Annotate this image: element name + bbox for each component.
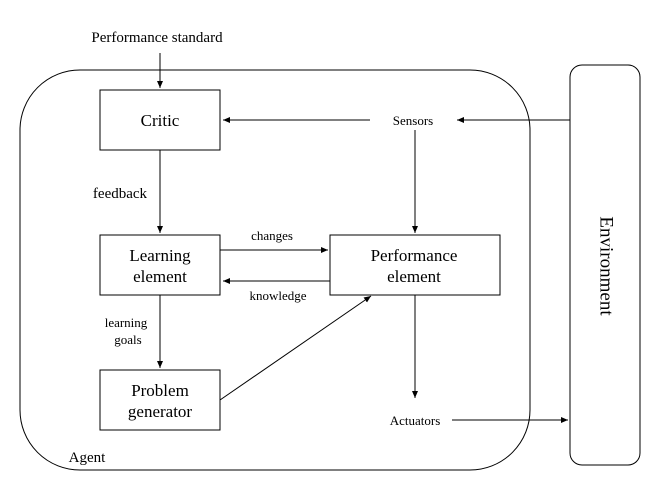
problem-generator-box [99,369,221,431]
performance-element-label-line2: element [387,267,441,286]
critic-label: Critic [141,111,180,130]
environment-box [569,64,641,466]
performance-standard-label: Performance standard [91,30,223,46]
learning-element-label-line1: Learning [129,246,191,265]
knowledge-label: knowledge [249,288,306,303]
agent-boundary [19,69,531,471]
actuators-label: Actuators [390,413,441,428]
learning-goals-label-line1: learning [105,315,148,330]
sensors-label: Sensors [393,113,433,128]
learning-element-box [99,234,221,296]
problem-generator-label-line1: Problem [131,381,189,400]
feedback-label: feedback [93,186,148,202]
environment-label: Environment [596,216,617,316]
problem-generator-label-line2: generator [128,402,193,421]
performance-element-box [329,234,501,296]
problem-to-performance-arrow [219,295,372,401]
changes-label: changes [251,228,293,243]
learning-element-label-line2: element [133,267,187,286]
performance-element-label-line1: Performance [371,246,458,265]
critic-box [99,89,221,151]
learning-goals-label-line2: goals [114,332,141,347]
agent-label: Agent [69,450,106,466]
